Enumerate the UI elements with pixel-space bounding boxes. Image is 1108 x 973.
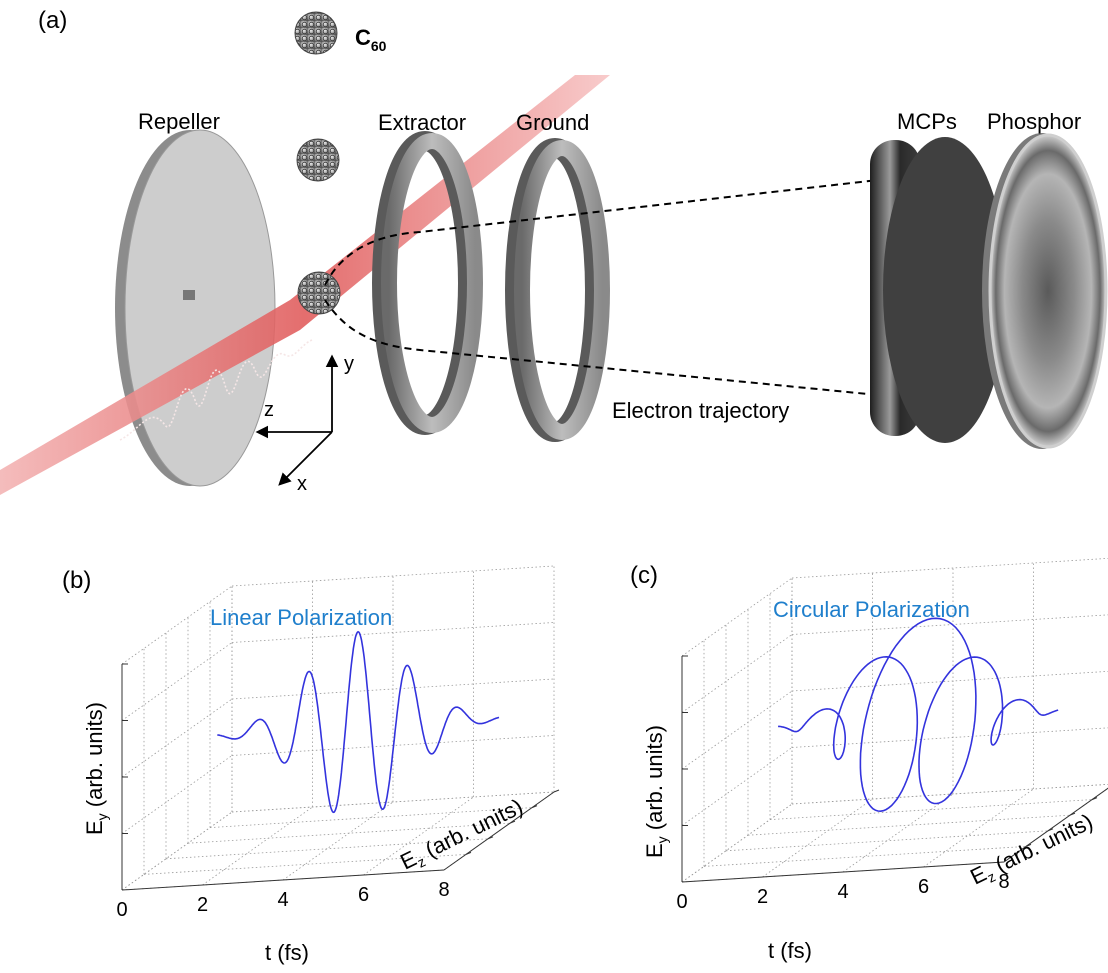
c60-molecule-icon (296, 138, 340, 182)
ground-ring (505, 138, 610, 442)
axis-label-x: x (297, 473, 307, 495)
electron-trajectory-label: Electron trajectory (612, 398, 789, 423)
c60-label: C60 (355, 25, 387, 54)
repeller-label: Repeller (138, 109, 220, 134)
panel-b-ylabel: Ey (arb. units) (82, 702, 110, 835)
panel-c-xticks: 0 2 4 6 8 (676, 871, 1009, 913)
panel-b-label: (b) (62, 567, 91, 594)
mcp-stack (870, 137, 1007, 443)
panel-c-label: (c) (630, 562, 658, 589)
panel-b-linear-trace (217, 630, 500, 814)
panel-c-grid (681, 557, 1108, 883)
panel-c-xlabel: t (fs) (768, 938, 812, 963)
phosphor-label: Phosphor (987, 109, 1081, 134)
electron-trajectory-upper (324, 179, 879, 286)
c60-molecule-in-beam-icon (297, 271, 341, 315)
panel-c-xtick-label: 6 (918, 876, 929, 898)
repeller-plate (115, 129, 276, 487)
panel-c-xtick-label: 0 (676, 891, 687, 913)
panel-b-xtick-label: 2 (197, 894, 208, 916)
panel-b-xtick-label: 8 (438, 879, 449, 901)
coordinate-axes: y z x (255, 353, 354, 495)
c60-molecule-legend-icon (294, 11, 338, 55)
panel-b-title: Linear Polarization (210, 605, 392, 630)
panel-c-xtick-label: 2 (757, 886, 768, 908)
panel-c-xtick-label: 8 (998, 871, 1009, 893)
panel-b-xtick-label: 6 (358, 884, 369, 906)
phosphor-screen (982, 133, 1108, 449)
panel-b-xticks: 0 2 4 6 8 (116, 879, 449, 921)
panel-b-xtick-label: 0 (116, 899, 127, 921)
ground-label: Ground (516, 110, 589, 135)
panel-a-label: (a) (38, 7, 67, 34)
panel-c-circular-trace (777, 617, 1059, 813)
panel-b-grid (121, 565, 560, 891)
panel-c-xtick-label: 4 (837, 881, 848, 903)
panel-b-xlabel: t (fs) (265, 940, 309, 965)
extractor-ring (372, 131, 483, 435)
axis-label-z: z (264, 399, 274, 421)
axis-label-y: y (344, 353, 354, 375)
mcps-label: MCPs (897, 109, 957, 134)
panel-c-zlabel: Ez (arb. units) (966, 809, 1098, 892)
electron-trajectory-lower (324, 299, 879, 396)
panel-b: (b) Linear Polarization 0 2 4 6 8 t (fs) Ey … (62, 565, 560, 965)
laser-pulse-waveform (119, 339, 313, 441)
panel-c-ylabel: Ey (arb. units) (642, 725, 670, 858)
panel-a: (a) C60 (0, 7, 1108, 495)
extractor-label: Extractor (378, 110, 466, 135)
panel-b-xtick-label: 4 (277, 889, 288, 911)
panel-b-zlabel: Ez (arb. units) (396, 794, 528, 877)
